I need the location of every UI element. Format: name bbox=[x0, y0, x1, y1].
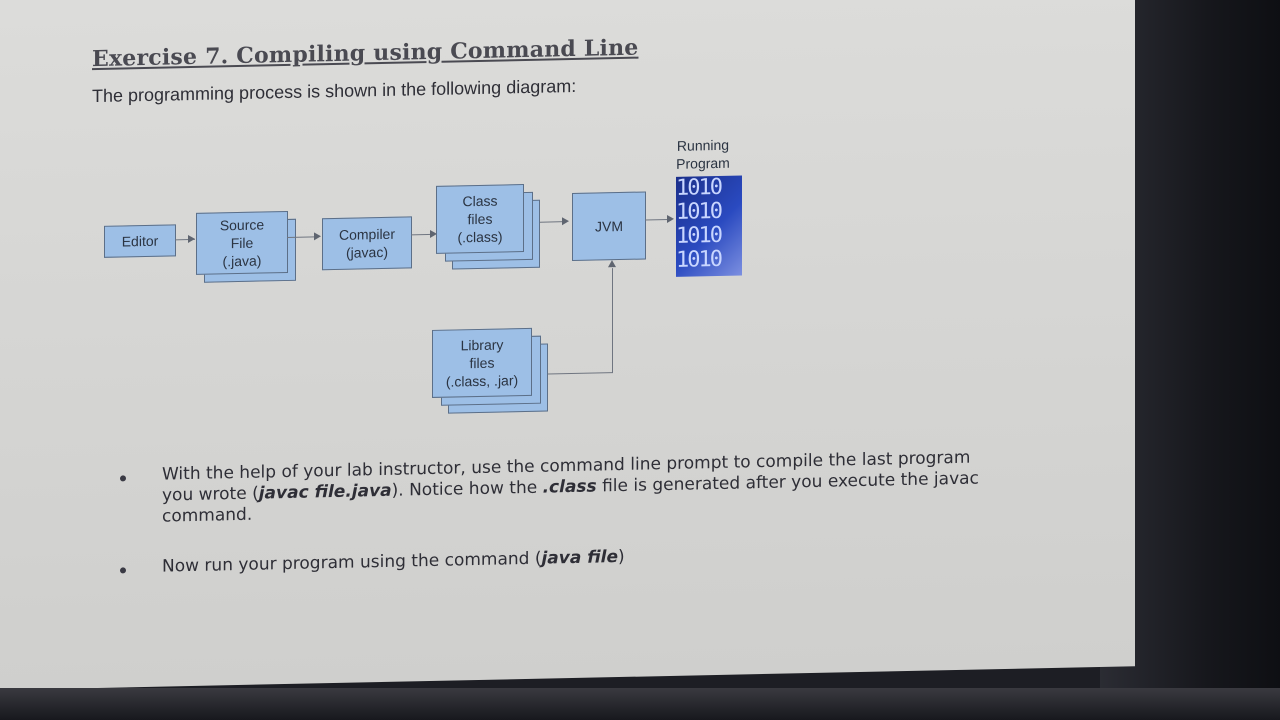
bullet-icon bbox=[120, 567, 126, 574]
connector bbox=[540, 221, 564, 223]
arrow-icon bbox=[608, 260, 616, 268]
connector bbox=[548, 372, 612, 375]
arrow-icon bbox=[188, 234, 195, 244]
intro-text: The programming process is shown in the … bbox=[92, 75, 577, 107]
exercise-heading: Exercise 7. Compiling using Command Line bbox=[92, 34, 639, 73]
bullet-icon bbox=[120, 475, 126, 482]
running-program-label: Running Program bbox=[676, 136, 730, 172]
library-files-box: Library files (.class, .jar) bbox=[432, 327, 532, 398]
programming-process-diagram: Editor Source File (.java) Compiler (jav… bbox=[100, 117, 780, 421]
class-files-box: Class files (.class) bbox=[436, 184, 524, 254]
corner-mark: V bbox=[812, 0, 823, 5]
arrow-icon bbox=[667, 214, 674, 224]
binary-line: 1010 bbox=[676, 198, 721, 225]
connector bbox=[287, 236, 315, 238]
document-page: V V Exercise 7. Compiling using Command … bbox=[0, 0, 1135, 690]
list-item: With the help of your lab instructor, us… bbox=[110, 418, 979, 527]
list-item: Now run your program using the command (… bbox=[110, 418, 970, 577]
editor-box: Editor bbox=[104, 224, 176, 258]
jvm-box: JVM bbox=[572, 191, 646, 262]
binary-line: 1010 bbox=[676, 175, 721, 201]
arrow-icon bbox=[314, 232, 321, 241]
corner-mark: V bbox=[898, 0, 909, 3]
instruction-list: With the help of your lab instructor, us… bbox=[110, 417, 990, 577]
binary-line: 1010 bbox=[676, 246, 721, 273]
bullet-text: Now run your program using the command (… bbox=[162, 546, 625, 577]
binary-image: 1010 1010 1010 1010 bbox=[676, 175, 742, 277]
bullet-text: With the help of your lab instructor, us… bbox=[162, 447, 979, 527]
monitor-bottom-edge bbox=[0, 688, 1280, 720]
compiler-box: Compiler (javac) bbox=[322, 216, 412, 271]
arrow-icon bbox=[562, 217, 569, 226]
binary-line: 1010 bbox=[676, 222, 721, 249]
connector bbox=[612, 268, 613, 374]
source-file-box: Source File (.java) bbox=[196, 210, 288, 275]
connector bbox=[645, 218, 669, 221]
